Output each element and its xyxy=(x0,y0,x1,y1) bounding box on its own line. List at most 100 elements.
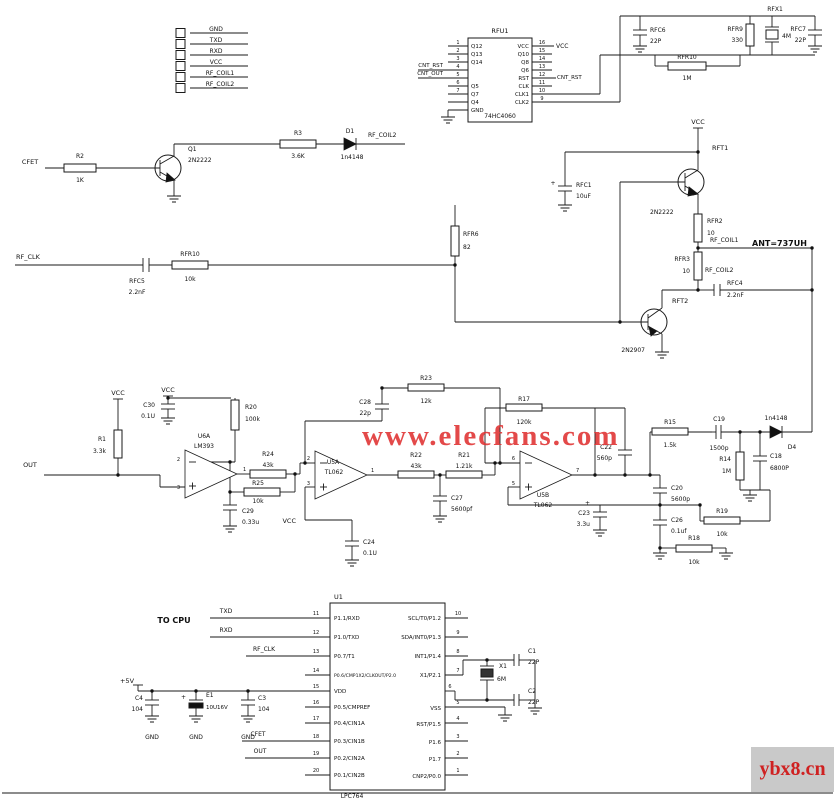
junction-dot xyxy=(293,472,297,476)
junction-dot xyxy=(658,546,662,550)
u1-rname-2: P1.7 xyxy=(429,757,442,763)
rfr10-osc-ref: RFR10 xyxy=(677,54,697,61)
u1-lnum-18: 18 xyxy=(313,734,319,740)
r21-ref: R21 xyxy=(458,452,470,459)
rfr2-body xyxy=(693,213,703,243)
junction-dot xyxy=(696,288,700,292)
u5b-ref: U5B xyxy=(537,492,549,499)
rfx1-body xyxy=(765,29,779,40)
u5a-pin1: 1 xyxy=(371,468,374,474)
rfr3-ref: RFR3 xyxy=(674,256,690,263)
junction-dot xyxy=(194,689,198,693)
rfu1-pin-q14: Q14 xyxy=(471,60,483,66)
u1-lnum-20: 20 xyxy=(313,768,319,774)
u6a-body xyxy=(184,449,238,499)
rfu1-ref: RFU1 xyxy=(491,27,508,35)
rfc1-plus: + xyxy=(550,180,555,187)
rft2-emitter-arrow xyxy=(648,326,658,337)
conn-label-rxd: RXD xyxy=(210,48,223,55)
q1-ref: Q1 xyxy=(188,146,197,153)
u1-rname-9: SDA/INT0/P1.3 xyxy=(401,635,441,641)
r14-ref: R14 xyxy=(719,456,731,463)
u1-lname-17: P0.4/CIN1A xyxy=(334,721,365,727)
r25-ref: R25 xyxy=(252,480,264,487)
c30-ref: C30 xyxy=(143,402,155,409)
rfu1-pin-q8: Q8 xyxy=(521,60,529,66)
connector-pin xyxy=(175,72,186,82)
rf-clk-net2: RF_CLK xyxy=(253,646,276,653)
u5b-body xyxy=(519,450,573,500)
u1-lname-13: P0.7/T1 xyxy=(334,654,355,660)
u1-lnum-17: 17 xyxy=(313,716,319,722)
junction-dot xyxy=(658,503,662,507)
r19-value: 10k xyxy=(716,531,728,538)
rfc5-ref: RFC5 xyxy=(129,278,145,285)
u6a-ref: U6A xyxy=(198,433,211,440)
u5b-pin5: 5 xyxy=(512,481,515,487)
rfu1-num-14: 14 xyxy=(539,56,545,62)
junction-dot xyxy=(380,386,384,390)
junction-dot xyxy=(453,263,457,267)
ant-label: ANT=737UH xyxy=(752,239,807,248)
r3-value: 3.6K xyxy=(291,153,306,160)
out-net-label: OUT xyxy=(23,461,37,469)
junction-dot xyxy=(623,473,627,477)
c28-value: 22p xyxy=(360,410,372,417)
c4-value: 104 xyxy=(132,706,144,713)
r14-value: 1M xyxy=(722,468,731,475)
u1-ref: U1 xyxy=(334,593,343,601)
cfet-net-label: CFET xyxy=(22,158,38,166)
u1-rnum-1: 1 xyxy=(456,768,459,774)
junction-dot xyxy=(228,460,232,464)
c29-ref: C29 xyxy=(242,508,254,515)
c22-value: 560p xyxy=(597,455,612,462)
u5a-part: TL062 xyxy=(324,469,344,476)
r24-ref: R24 xyxy=(262,451,274,458)
rfr6-value: 82 xyxy=(463,244,471,251)
junction-dot xyxy=(810,246,814,250)
rfr9-ref: RFR9 xyxy=(727,26,743,33)
u1-part: LPC764 xyxy=(341,793,364,800)
r2-body xyxy=(63,163,97,173)
r25-value: 10k xyxy=(252,498,264,505)
gnd-label-3: GND xyxy=(241,734,255,741)
d4-body xyxy=(769,425,783,439)
x1-ref: X1 xyxy=(499,663,507,670)
junction-dot xyxy=(438,473,442,477)
rfu1-num-12: 12 xyxy=(539,72,545,78)
vcc-r1: VCC xyxy=(111,389,125,397)
junction-dot xyxy=(166,396,170,400)
u5b-pin7: 7 xyxy=(576,468,579,474)
site-badge: ybx8.cn xyxy=(751,747,834,792)
u1-lname-12: P1.0/TXD xyxy=(334,635,359,641)
r24-body xyxy=(249,469,287,479)
rfu1-pin-clk2: CLK2 xyxy=(515,100,529,106)
c26-value: 0.1uf xyxy=(671,528,687,535)
r20-ref: R20 xyxy=(245,404,257,411)
connector-pin xyxy=(175,28,186,38)
u1-rnum-6: 6 xyxy=(448,684,451,690)
c27-ref: C27 xyxy=(451,495,463,502)
r23-value: 12k xyxy=(420,398,432,405)
r23-body xyxy=(407,383,445,392)
c20-value: 5600p xyxy=(671,496,690,503)
rfu1-pin-q10: Q10 xyxy=(518,52,530,58)
rfu1-ext-cnt-rst-right: CNT_RST xyxy=(557,75,582,81)
junction-dot xyxy=(696,150,700,154)
junction-dot xyxy=(150,689,154,693)
u5a-pin2: 2 xyxy=(307,456,310,462)
u1-body xyxy=(329,602,446,791)
rfu1-ext-cnt-out-left: CNT_OUT xyxy=(417,71,443,77)
r15-body xyxy=(651,427,689,436)
r1-body xyxy=(113,429,123,459)
u1-rname-3: P1.6 xyxy=(429,740,442,746)
u1-rname-7: X1/P2.1 xyxy=(420,673,441,679)
junction-dot xyxy=(648,473,652,477)
r25-body xyxy=(243,487,281,497)
q1-part: 2N2222 xyxy=(188,157,212,164)
d1-ref: D1 xyxy=(346,128,355,135)
gnd-label-1: GND xyxy=(145,734,159,741)
r2-value: 1K xyxy=(76,177,85,184)
